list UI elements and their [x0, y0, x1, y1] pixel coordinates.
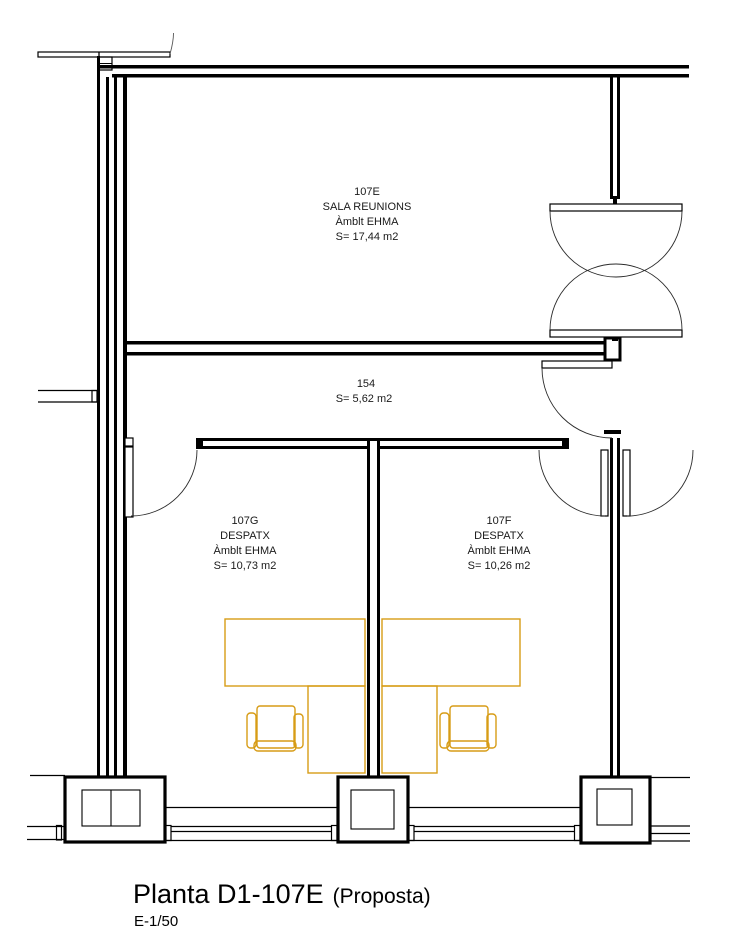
office-top-wall	[196, 438, 569, 449]
double-door-107e	[549, 203, 683, 341]
door-154	[541, 360, 613, 439]
door-leaf	[600, 449, 609, 517]
mullion	[164, 824, 172, 842]
room-area: S= 10,73 m2	[214, 560, 277, 572]
room-label-107g: 107G DESPATX Àmblt EHMA S= 10,73 m2	[214, 515, 278, 572]
top-window-band	[37, 32, 174, 71]
room-labels: 107E SALA REUNIONS Àmblt EHMA S= 17,44 m…	[214, 186, 532, 572]
mullion	[330, 824, 338, 842]
room-area: S= 17,44 m2	[336, 231, 399, 243]
room-area: S= 5,62 m2	[336, 393, 393, 405]
drawing-scale: E-1/50	[134, 913, 178, 930]
room-label-107e: 107E SALA REUNIONS Àmblt EHMA S= 17,44 m…	[323, 186, 412, 243]
door-leaf	[541, 360, 613, 369]
room-label-107f: 107F DESPATX Àmblt EHMA S= 10,26 m2	[468, 515, 532, 572]
drawing-title-main: Planta D1-107E	[133, 879, 324, 909]
left-wall	[97, 56, 127, 777]
right-wall-upper	[610, 77, 620, 205]
door-leaf	[124, 446, 134, 518]
top-wall-inner	[112, 74, 689, 78]
door-swing-arc	[538, 449, 606, 517]
mullion	[573, 824, 581, 842]
door-swing-arc	[626, 449, 694, 517]
drawing-title: Planta D1-107E (Proposta)	[133, 879, 431, 909]
room-name: SALA REUNIONS	[323, 201, 412, 213]
room-id: 107F	[486, 515, 511, 527]
room-area: S= 10,26 m2	[468, 560, 531, 572]
chair-107f	[439, 705, 497, 752]
door-jamb	[196, 438, 203, 449]
chair-107g	[246, 705, 304, 752]
room-name: DESPATX	[220, 530, 270, 542]
door-leaf	[549, 203, 683, 212]
door-swing-arc	[549, 263, 683, 331]
room-id: 154	[357, 378, 375, 390]
bottom-facade	[27, 774, 690, 845]
right-wall-lower	[604, 430, 621, 777]
door-swing-arc	[130, 449, 198, 517]
walls	[37, 32, 689, 777]
door-corridor-right	[622, 449, 694, 517]
room-id: 107E	[354, 186, 380, 198]
door-107g	[124, 437, 198, 518]
door-107f	[538, 449, 609, 517]
left-wall-stub	[38, 389, 98, 403]
drawing-title-suffix: (Proposta)	[333, 885, 431, 908]
top-wall-outer	[97, 65, 689, 69]
mullion	[55, 824, 63, 841]
door-swing-edge	[169, 32, 174, 55]
mullion	[407, 824, 415, 842]
furniture	[224, 618, 521, 774]
room-name: DESPATX	[474, 530, 524, 542]
door-jamb	[603, 336, 622, 362]
door-leaf	[622, 449, 631, 517]
door-jamb	[562, 438, 569, 449]
room-label-154: 154 S= 5,62 m2	[336, 378, 393, 405]
doors	[124, 203, 694, 518]
room-id: 107G	[232, 515, 259, 527]
column-middle	[336, 775, 410, 844]
desk-107g	[224, 618, 366, 774]
room-ambit: Àmblt EHMA	[336, 215, 400, 228]
divider-wall-107g-107f	[367, 441, 380, 777]
title-block: Planta D1-107E (Proposta) E-1/50	[133, 879, 431, 930]
room-ambit: Àmblt EHMA	[468, 544, 532, 557]
column-right	[579, 775, 652, 845]
door-swing-arc	[541, 367, 613, 439]
column-left	[63, 775, 167, 844]
door-swing-arc	[549, 210, 683, 278]
desk-107f	[381, 618, 521, 774]
dividing-wall-107e-154	[127, 336, 622, 362]
door-leaf	[549, 329, 683, 338]
room-ambit: Àmblt EHMA	[214, 544, 278, 557]
